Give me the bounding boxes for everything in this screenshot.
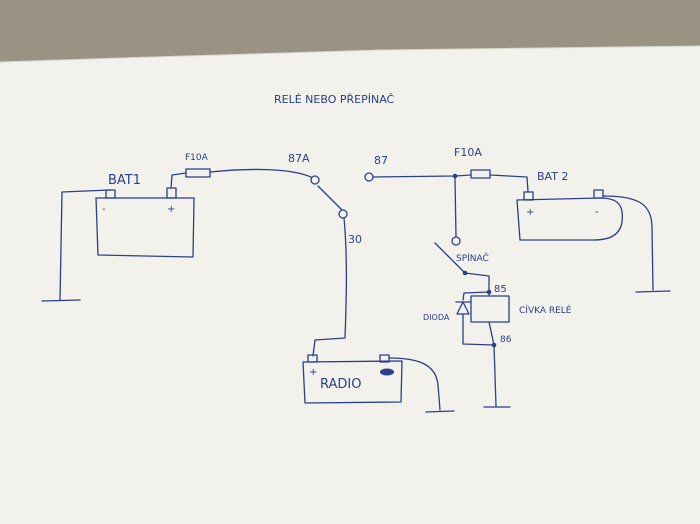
switch-spinac-terminal: [451, 236, 461, 246]
contact-87a-label: 87A: [288, 152, 310, 165]
diagram-title: RELÉ NEBO PŘEPÍNAČ: [274, 93, 395, 106]
battery-1-minus-sign: -: [102, 204, 106, 215]
diode-top-wire: [462, 291, 490, 301]
battery-2-ground-wire: [602, 195, 654, 291]
diode-bottom-wire: [462, 313, 495, 346]
battery-1-label: BAT1: [108, 173, 141, 188]
relay-coil-label: CÍVKA RELÉ: [519, 304, 572, 316]
radio-minus-scribble: [380, 368, 394, 376]
diode-label: DIODA: [423, 313, 450, 322]
battery-2-body: [516, 197, 624, 241]
contact-86-label: 86: [500, 335, 512, 345]
fuse-2: [470, 169, 491, 179]
junction-dot-87: [452, 173, 458, 179]
battery-1-positive-wire: [170, 172, 187, 189]
relay-coil: [470, 295, 510, 323]
radio-body: [302, 360, 403, 404]
battery-2-minus-sign: -: [595, 207, 599, 218]
coil-86-ground-wire: [493, 344, 497, 407]
contact-30-terminal: [338, 209, 348, 219]
battery-1-body: [95, 197, 195, 258]
paper-edge: [0, 45, 700, 63]
battery-2-terminal-plus: [523, 191, 534, 201]
switch-spinac-label: SPÍNAČ: [456, 252, 489, 264]
battery-2-label: BAT 2: [537, 170, 568, 183]
switch-spinac-blade: [434, 242, 465, 273]
junction-to-switch-wire: [454, 177, 457, 238]
radio-ground-wire: [388, 357, 441, 411]
radio-plus-sign: +: [309, 367, 317, 378]
battery-2-terminal-minus: [593, 189, 604, 199]
battery-1-ground-symbol: [41, 299, 81, 302]
relay-switch-blade: [317, 185, 343, 211]
battery-1-ground-wire: [59, 189, 111, 301]
radio-terminal-plus: [307, 354, 318, 363]
contact-85-label: 85: [494, 284, 507, 295]
fuse-1: [185, 168, 211, 178]
paper-sheet: [0, 46, 700, 524]
fuse-1-label: F10A: [185, 153, 209, 163]
switch-to-coil-wire: [464, 272, 490, 293]
fuse-2-to-battery-2-wire: [489, 174, 529, 193]
contact-30-label: 30: [348, 233, 362, 246]
fuse-1-to-87a-wire: [209, 168, 312, 178]
contact-30-to-radio-wire: [312, 217, 348, 357]
coil-bottom-lead: [488, 321, 495, 346]
radio-ground-symbol: [425, 410, 455, 413]
contact-87-label: 87: [374, 154, 388, 167]
contact-87a-terminal: [310, 175, 320, 185]
battery-2-ground-symbol: [635, 290, 671, 293]
fuse-2-label: F10A: [454, 146, 482, 159]
radio-label: RADIO: [320, 377, 361, 392]
battery-1-plus-sign: +: [167, 204, 175, 215]
battery-2-plus-sign: +: [526, 207, 534, 218]
contact-87-terminal: [364, 172, 374, 182]
